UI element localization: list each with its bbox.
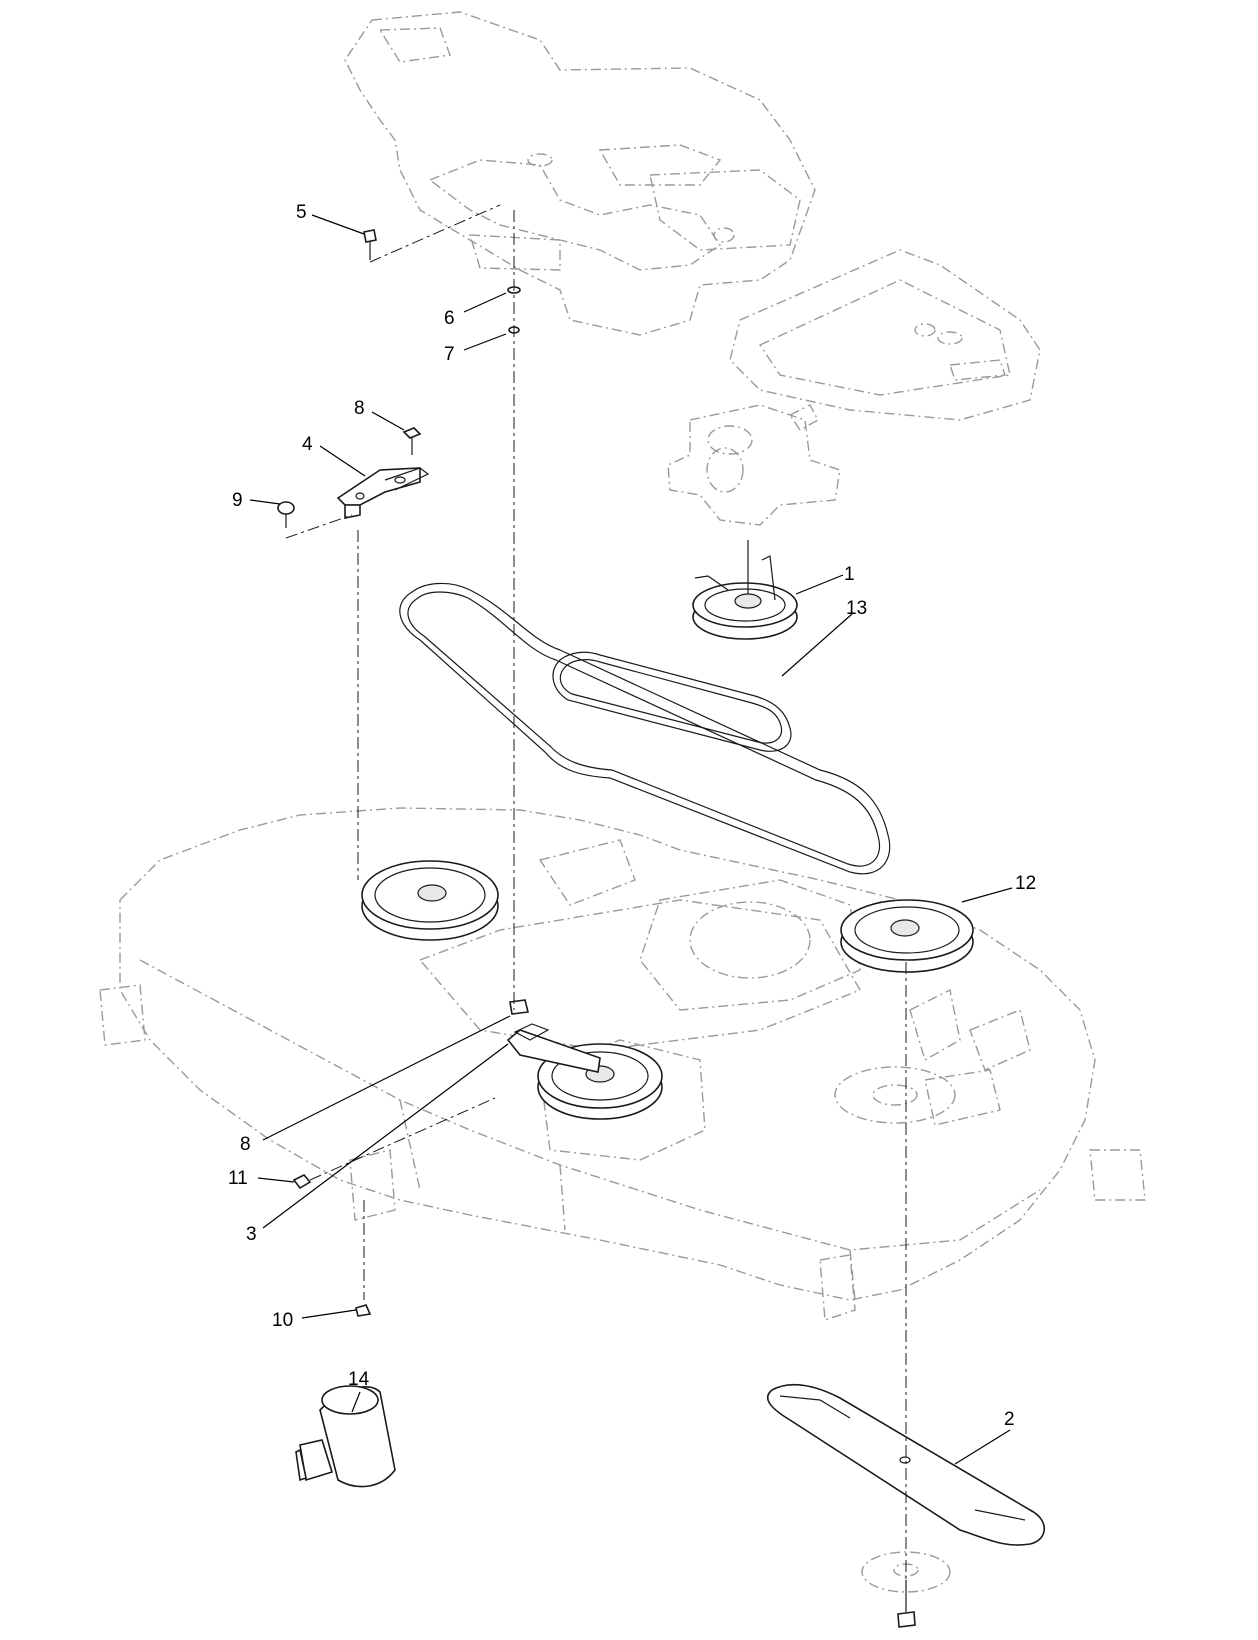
idler-arm-assembly — [506, 999, 663, 1120]
nut-top — [402, 427, 422, 455]
callout-8-bottom: 8 — [240, 1134, 251, 1155]
callout-12: 12 — [1015, 873, 1036, 894]
idler-pulley — [840, 899, 974, 973]
platform-phantom — [344, 11, 1041, 421]
assembly-axes — [285, 204, 907, 1600]
left-spindle-pulley — [361, 860, 499, 941]
flange-nut-lower — [355, 1304, 372, 1317]
flange-nut — [292, 1174, 312, 1190]
callout-4: 4 — [302, 434, 313, 455]
callouts: 5 6 7 8 4 9 1 13 12 8 11 3 10 14 2 — [228, 202, 1036, 1430]
callout-11: 11 — [228, 1168, 248, 1189]
callout-6: 6 — [444, 308, 455, 329]
carriage-bolt — [277, 501, 295, 528]
callout-9: 9 — [232, 490, 243, 511]
callout-3: 3 — [246, 1224, 257, 1245]
mower-blade — [766, 1383, 1046, 1546]
deck-phantom — [99, 807, 1146, 1321]
grease-tube — [295, 1385, 396, 1488]
callout-7: 7 — [444, 344, 455, 365]
gearbox-phantom — [667, 404, 841, 526]
callout-13: 13 — [846, 598, 867, 619]
leader-lines — [249, 214, 1013, 1465]
callout-10: 10 — [272, 1310, 293, 1331]
callout-1: 1 — [844, 564, 855, 585]
callout-5: 5 — [296, 202, 307, 223]
callout-8-top: 8 — [354, 398, 365, 419]
callout-2: 2 — [1004, 1409, 1015, 1430]
drive-belt — [399, 582, 891, 875]
hex-bolt — [363, 229, 377, 260]
clutch-pulley — [692, 540, 798, 640]
callout-14: 14 — [348, 1369, 370, 1390]
idler-bracket — [336, 467, 430, 519]
